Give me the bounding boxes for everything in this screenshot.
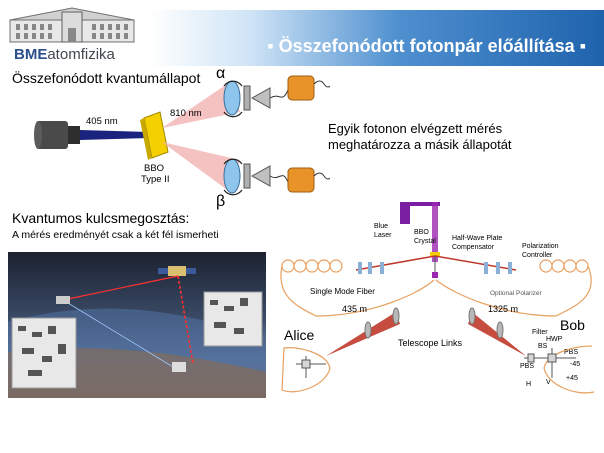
satellite-qkd-photo [8, 252, 266, 398]
fiber-alpha [269, 89, 289, 99]
fiber-loops-left [280, 259, 343, 317]
pbs-label-top: PBS [564, 349, 578, 356]
analyzer-alpha-icon [243, 85, 271, 111]
qkd-subtitle: A mérés eredményét csak a két fél ismerh… [12, 229, 219, 241]
detector-beta-icon [287, 167, 330, 193]
output-wavelength-label: 810 nm [170, 108, 202, 119]
telescope-links-label: Telescope Links [398, 338, 463, 348]
spdc-diagram: 405 nm BBO Type II 810 nm α β [34, 65, 330, 210]
pump-wavelength-label: 405 nm [86, 116, 118, 127]
blue-laser-label-2: Laser [374, 232, 392, 239]
header: ▪ Összefonódott fotonpár előállítása ▪ B… [0, 0, 604, 66]
beam-beta [162, 142, 240, 192]
beam-alpha [162, 82, 240, 128]
measurement-text-line1: Egyik fotonon elvégzett mérés [328, 121, 503, 136]
beta-label: β [216, 193, 225, 210]
bob-fiber [543, 345, 595, 394]
satellite-icon [158, 266, 196, 276]
qkd-setup-diagram: Blue Laser BBO Crystal Half-Wave Plate C… [280, 202, 595, 394]
waveplate-beta-icon [223, 158, 243, 196]
beam-right [434, 255, 517, 271]
pol-controller-label-1: Polarization [522, 243, 559, 250]
bbo-crystal-label-1: BBO [414, 229, 429, 236]
qkd-crystal-icon [430, 252, 440, 256]
pump-beam [80, 130, 150, 140]
bbo-crystal-icon [140, 111, 169, 160]
half-wave-label-2: Compensator [452, 244, 495, 251]
distance-bob-label: 1325 m [488, 304, 518, 314]
distance-alice-label: 435 m [342, 304, 367, 314]
pump-laser-icon [34, 121, 80, 149]
fiber-loops-right [539, 259, 592, 317]
telescope-beam-alice [326, 312, 400, 356]
plus45-label: +45 [566, 375, 578, 382]
qkd-title: Kvantumos kulcsmegosztás: [12, 210, 190, 226]
single-mode-fiber-label: Single Mode Fiber [310, 287, 375, 296]
alice-analyzer [296, 356, 326, 378]
fiber-beta [269, 175, 289, 183]
slide-title: ▪ Összefonódott fotonpár előállítása ▪ [267, 36, 586, 56]
entangled-state-label: Összefonódott kvantumállapot [12, 70, 201, 86]
bme-logo: BMEatomfizika [6, 6, 142, 64]
blue-laser-label-1: Blue [374, 223, 388, 230]
header-band: ▪ Összefonódott fotonpár előállítása ▪ [150, 10, 604, 66]
alice-label: Alice [284, 327, 315, 343]
optional-polarizer-label: Optional Polarizer [490, 290, 542, 297]
half-wave-label-1: Half-Wave Plate [452, 235, 502, 242]
logo-text: BMEatomfizika [14, 46, 115, 63]
filter-label: Filter [532, 329, 548, 336]
building-icon [9, 7, 135, 43]
v-label: V [546, 379, 551, 386]
detector-alpha-icon [287, 75, 330, 101]
blue-laser-icon [400, 202, 440, 262]
h-label: H [526, 381, 531, 388]
crystal-label-bbo: BBO [144, 163, 164, 174]
minus45-label: -45 [570, 361, 580, 368]
bob-analyzer [524, 348, 576, 378]
beam-left [355, 255, 436, 271]
pbs-label-bottom: PBS [520, 363, 534, 370]
crystal-label-type: Type II [141, 174, 170, 185]
hwp-label: HWP [546, 336, 563, 343]
bob-label: Bob [560, 317, 585, 333]
bbo-crystal-label-2: Crystal [414, 238, 436, 245]
measurement-text-line2: meghatározza a másik állapotát [328, 137, 512, 152]
bs-label: BS [538, 343, 548, 350]
analyzer-beta-icon [243, 163, 271, 189]
alice-fiber [281, 347, 331, 393]
waveplate-alpha-icon [223, 80, 243, 118]
alpha-label: α [216, 65, 225, 82]
pol-controller-label-2: Controller [522, 252, 553, 259]
